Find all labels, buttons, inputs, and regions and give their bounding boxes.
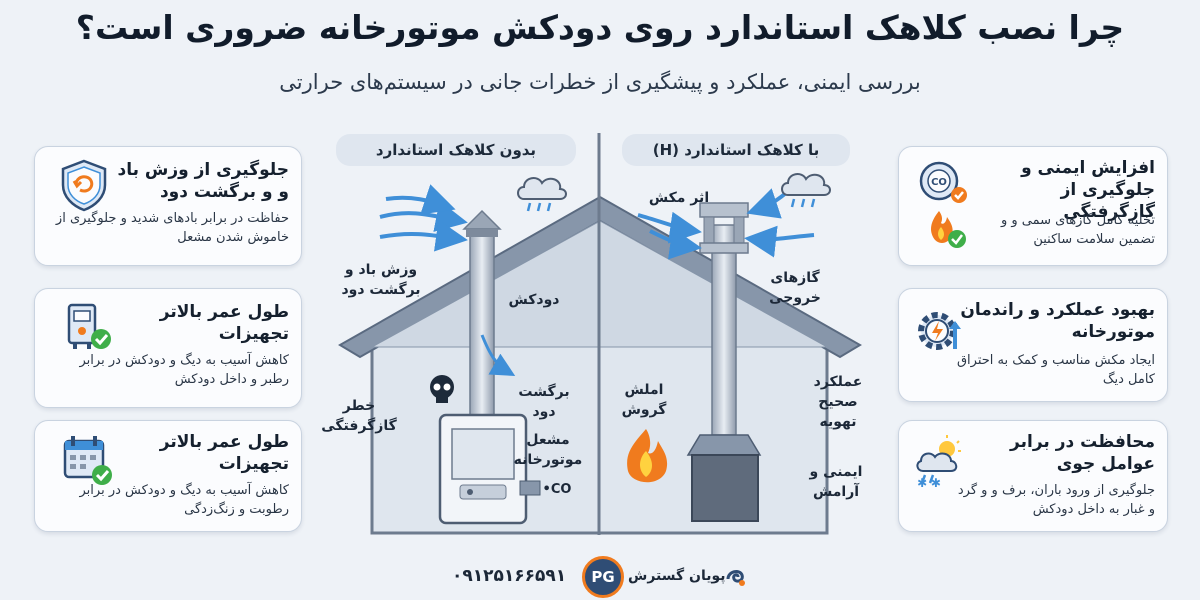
page-subtitle: بررسی ایمنی، عملکرد و پیشگیری از خطرات ج… <box>279 70 921 94</box>
weather-icon: ✱ ✱ <box>911 433 971 497</box>
label-flame: املش گروش <box>621 382 667 418</box>
left-card-wind: جلوگیری از وزش باد و و برگشت دود حفاظت د… <box>34 146 302 266</box>
left-card-lifespan-2: طول عمر بالاتر تجهیزات کاهش آسیب به دیگ … <box>34 420 302 532</box>
label-exhaust: گازهای خروجی <box>769 270 821 306</box>
card-desc: کاهش آسیب به دیگ و دودکش در برابر رطوبت … <box>79 483 290 517</box>
footer-logo-badge: PG <box>582 556 624 598</box>
right-card-efficiency: بهبود عملکرد و راندمان موتورخانه ایجاد م… <box>898 288 1168 402</box>
right-chimney-pipe <box>711 224 737 436</box>
left-chimney-pipe <box>469 224 495 426</box>
card-title: طول عمر بالاتر تجهیزات <box>159 302 289 344</box>
label-suction: اثر مکش <box>648 190 710 206</box>
rain-cloud-icon-right <box>781 173 831 208</box>
card-desc: کاهش آسیب به دیگ و دودکش در برابر رطبر و… <box>79 353 290 387</box>
brand-swirl-icon <box>724 565 748 593</box>
flame-icon <box>627 429 668 483</box>
card-title: افزایش ایمنی و جلوگیری از گازگرفتگی <box>1021 158 1155 222</box>
card-desc: ایجاد مکش مناسب و کمک به احتراق کامل دیگ <box>956 353 1155 387</box>
skull-icon <box>430 375 454 403</box>
label-burner: مشعل موتورخانه <box>513 432 583 468</box>
label-wind: وزش باد و برگشت دود <box>341 262 421 298</box>
card-title: طول عمر بالاتر تجهیزات <box>159 432 289 474</box>
calendar-check-icon <box>57 433 117 493</box>
card-title: جلوگیری از وزش باد و و برگشت دود <box>117 160 289 202</box>
shield-icon <box>55 157 113 217</box>
label-gas-risk: خطر گازگرفتگی <box>321 398 397 434</box>
card-desc: تخلیه کامل گازهای سمی و و تضمین سلامت سا… <box>1000 213 1155 247</box>
wind-arrows-left <box>379 184 468 252</box>
right-card-safety: افزایش ایمنی و جلوگیری از گازگرفتگی تخلی… <box>898 146 1168 266</box>
card-desc: جلوگیری از ورود باران، برف و و گرد و غبا… <box>957 483 1155 517</box>
label-co: CO• <box>542 482 572 497</box>
right-card-weather: محافظت در برابر عوامل جوی جلوگیری از ورو… <box>898 420 1168 532</box>
footer-brand: پویان گسترش <box>628 568 726 584</box>
left-card-lifespan-1: طول عمر بالاتر تجهیزات کاهش آسیب به دیگ … <box>34 288 302 408</box>
house-diagram <box>338 133 862 535</box>
rain-cloud-icon-left <box>517 177 567 212</box>
label-chimney: دودکش <box>508 292 560 308</box>
label-ventilation: عملکرد صحیح تهویه <box>813 374 863 430</box>
footer-phone[interactable]: ۰۹۱۲۵۱۶۶۵۹۱ <box>452 566 567 586</box>
label-safety: ایمنی و آرامش <box>809 464 863 500</box>
panel-label-with-cap: با کلاهک استاندارد (H) <box>622 134 850 166</box>
page-title: چرا نصب کلاهک استاندارد روی دودکش موتورخ… <box>75 8 1125 47</box>
svg-text:✱ ✱: ✱ ✱ <box>917 476 941 490</box>
card-desc: حفاظت در برابر بادهای شدید و جلوگیری از … <box>55 211 289 245</box>
card-title: بهبود عملکرد و راندمان موتورخانه <box>960 300 1155 342</box>
right-boiler-base <box>691 454 759 522</box>
co-alarm-icon: CO <box>911 155 973 263</box>
card-title: محافظت در برابر عوامل جوی <box>1010 432 1155 474</box>
boiler-check-icon <box>57 299 117 359</box>
gear-efficiency-icon <box>911 303 967 363</box>
label-backdraft: برگشت دود <box>518 384 570 420</box>
panel-label-without-cap: بدون کلاهک استاندارد <box>336 134 576 166</box>
svg-text:CO: CO <box>931 177 947 188</box>
